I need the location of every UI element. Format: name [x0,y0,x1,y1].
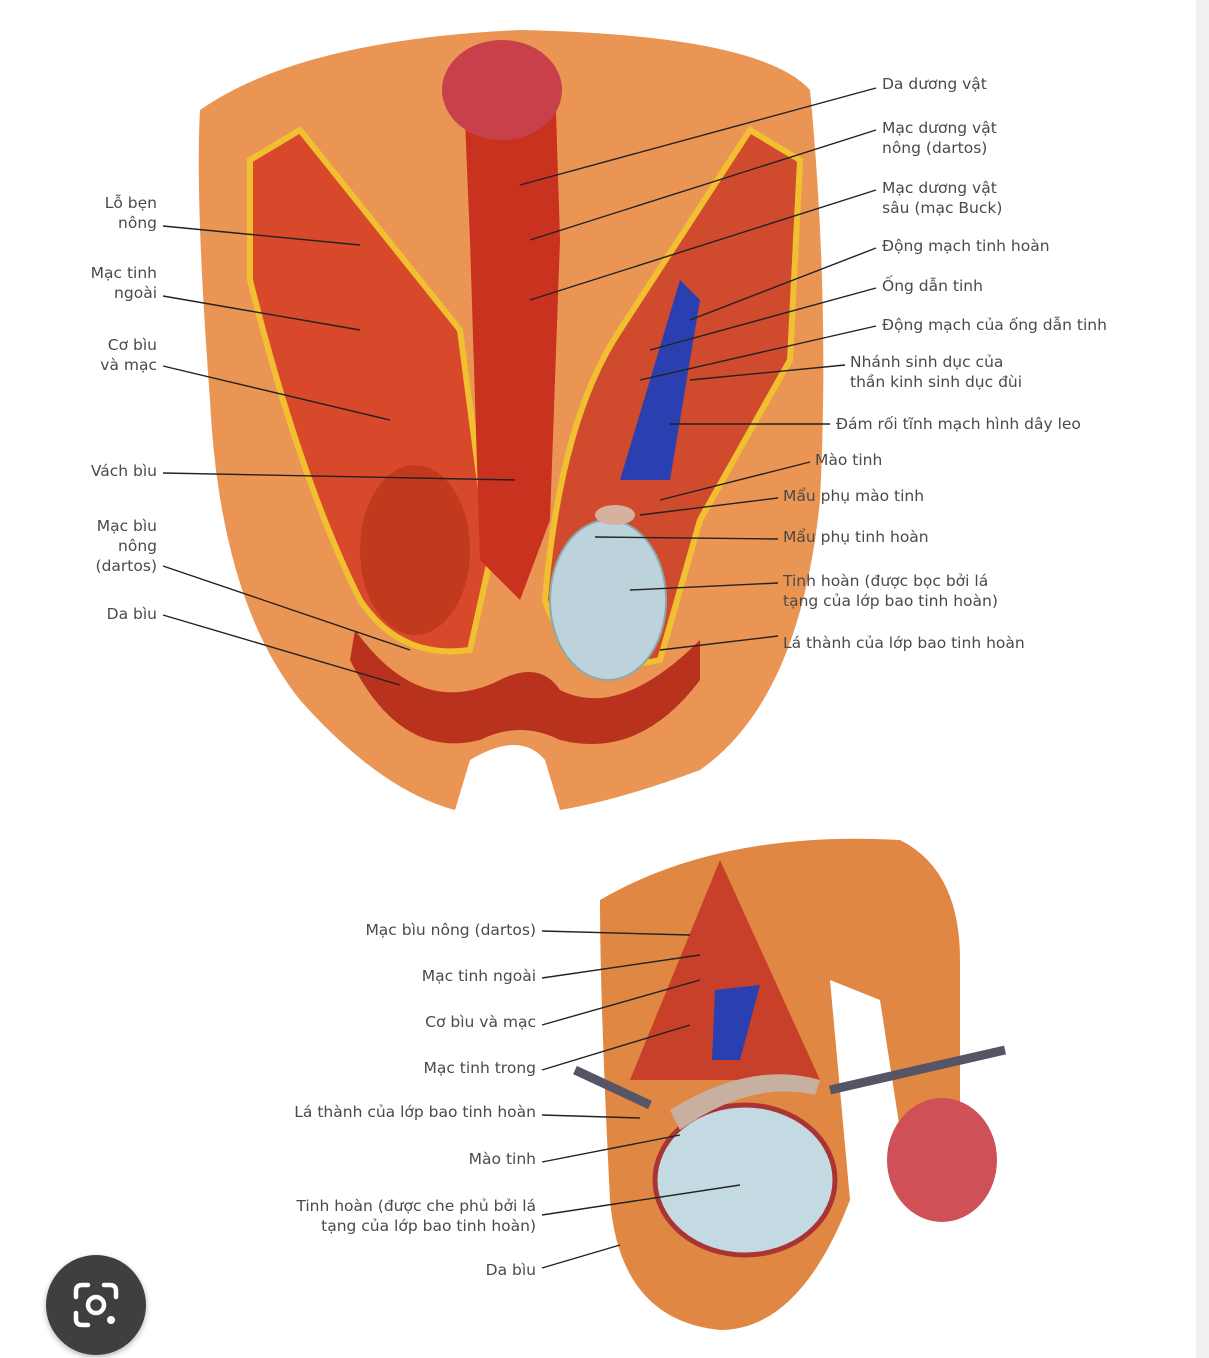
label-bottom-cremaster: Cơ bìu và mạc [425,1013,536,1031]
label-cremaster-muscle: Cơ bìu và mạc [100,336,157,374]
glans [442,40,562,140]
scrotal-base [350,630,700,744]
label-dartos-fascia: Mạc bìu nông (dartos) [95,517,157,575]
retractor-left [573,1065,652,1110]
label-penile-skin: Da dương vật [882,75,987,93]
label-scrotal-septum: Vách bìu [90,462,157,480]
top-figure [198,30,824,810]
label-parietal-tunica: Lá thành của lớp bao tinh hoàn [783,634,1025,652]
label-external-spermatic-fascia: Mạc tinh ngoài [90,264,157,302]
epididymis-bottom [670,1074,820,1130]
left-testis-muscle [360,465,470,635]
label-appendix-epididymis: Mẩu phụ mào tinh [783,487,925,505]
label-testicular-artery: Động mạch tinh hoàn [882,237,1050,255]
testis [549,519,667,681]
bottom-figure [573,838,1007,1330]
label-epididymis: Mào tinh [815,451,883,469]
google-lens-button[interactable] [46,1255,146,1355]
label-appendix-testis: Mẩu phụ tinh hoàn [783,528,929,546]
label-bottom-external-fascia: Mạc tinh ngoài [421,967,536,985]
leader-lines [162,87,877,1269]
label-scrotal-skin: Da bìu [106,605,157,623]
retractor-right [828,1045,1007,1095]
label-genital-branch-nerve: Nhánh sinh dục của thần kinh sinh dục đù… [850,353,1023,391]
label-bottom-internal-fascia: Mạc tinh trong [423,1059,536,1077]
plexus-bottom [712,985,760,1060]
label-superficial-penile-fascia: Mạc dương vật nông (dartos) [882,119,997,157]
label-bottom-dartos: Mạc bìu nông (dartos) [365,921,536,939]
label-bucks-fascia: Mạc dương vật sâu (mạc Buck) [882,179,1003,217]
label-bottom-parietal-tunica: Lá thành của lớp bao tinh hoàn [294,1103,536,1121]
dissected-layers [630,860,820,1080]
label-artery-of-vas: Động mạch của ống dẫn tinh [882,316,1107,334]
label-bottom-scrotal-skin: Da bìu [485,1261,536,1279]
pampiniform-plexus [620,280,700,480]
testis-bottom [652,1102,838,1258]
label-bottom-testis: Tinh hoàn (được che phủ bởi lá tạng của … [296,1197,536,1235]
epididymis-appendix [595,505,635,525]
label-vas-deferens: Ống dẫn tinh [882,277,983,295]
label-testis: Tinh hoàn (được bọc bởi lá tạng của lớp … [783,572,998,610]
label-pampiniform-plexus: Đám rối tĩnh mạch hình dây leo [836,415,1081,433]
label-bottom-epididymis: Mào tinh [468,1150,536,1168]
page-edge-strip [1196,0,1209,1358]
google-lens-icon [73,1282,119,1328]
glans-bottom [887,1098,997,1222]
penis-shaft [465,62,560,600]
label-superficial-inguinal-ring: Lỗ bẹn nông [104,194,157,232]
